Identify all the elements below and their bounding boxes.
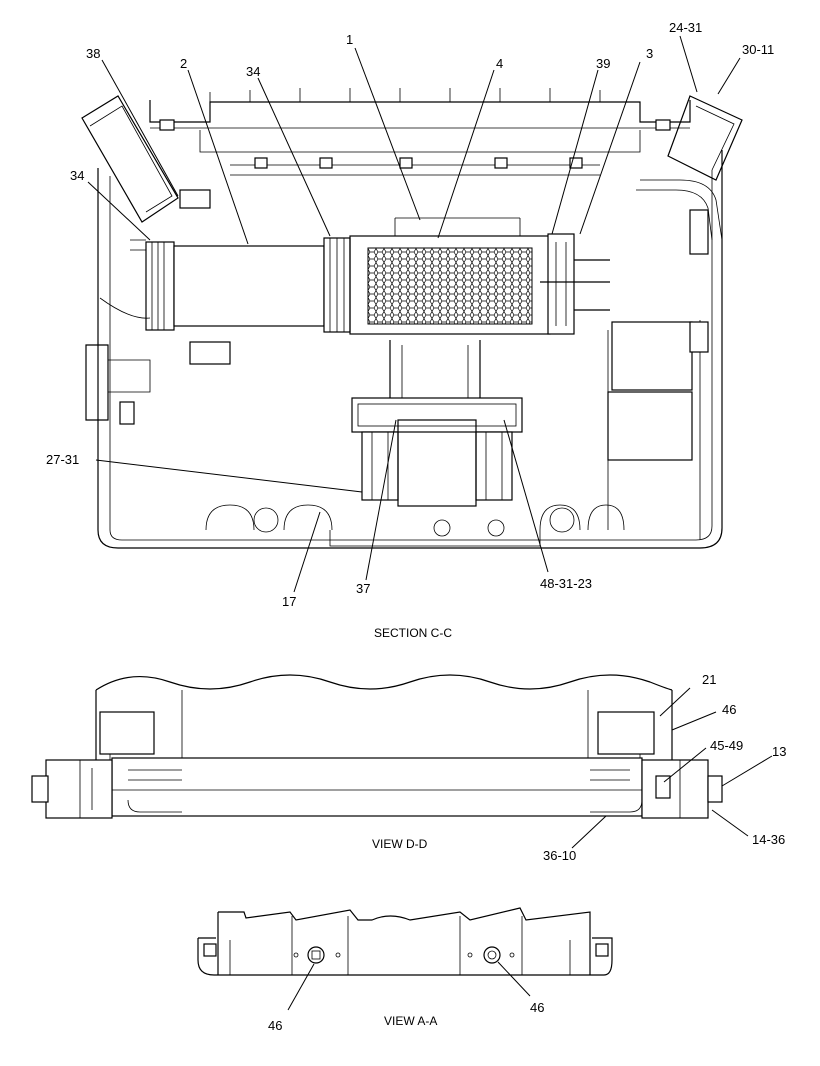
callout-34-top: 34 [246,64,260,79]
callout-45-49: 45-49 [710,738,743,753]
callout-46-aa-right: 46 [530,1000,544,1015]
callout-48-31-23: 48-31-23 [540,576,592,591]
callout-1: 1 [346,32,353,47]
callout-13: 13 [772,744,786,759]
callout-2: 2 [180,56,187,71]
callout-46-dd: 46 [722,702,736,717]
callout-27-31: 27-31 [46,452,79,467]
callout-39: 39 [596,56,610,71]
callout-38: 38 [86,46,100,61]
callout-17: 17 [282,594,296,609]
caption-section-cc: SECTION C-C [374,626,452,640]
callout-46-aa-left: 46 [268,1018,282,1033]
callout-36-10: 36-10 [543,848,576,863]
callout-3: 3 [646,46,653,61]
section-cc-drawing [81,88,743,549]
callout-34-left: 34 [70,168,84,183]
callout-4: 4 [496,56,503,71]
callout-30-11: 30-11 [742,42,774,57]
view-aa-drawing [197,907,613,976]
caption-view-dd: VIEW D-D [372,837,428,851]
callout-14-36: 14-36 [752,832,785,847]
view-dd-leaders [571,687,773,849]
view-aa-leaders [287,961,531,1011]
view-dd-drawing [31,674,723,819]
section-cc-leaders [87,35,741,593]
callout-21: 21 [702,672,716,687]
caption-view-aa: VIEW A-A [384,1014,437,1028]
callout-37: 37 [356,581,370,596]
callout-24-31: 24-31 [669,20,702,35]
